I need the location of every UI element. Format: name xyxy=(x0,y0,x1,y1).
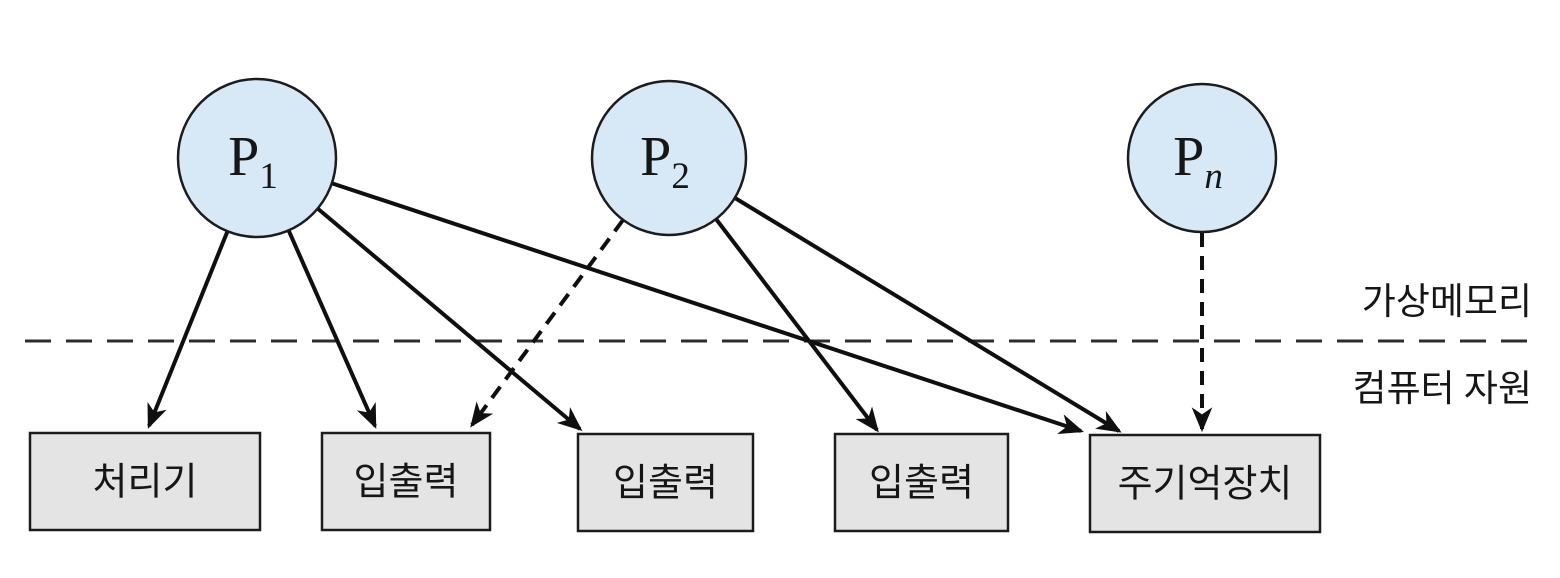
resource-rect-cpu xyxy=(28,431,262,532)
arrow-p1-to-io2 xyxy=(315,206,583,431)
arrow-p1-to-io1 xyxy=(286,228,377,429)
resource-label-io2: 입출력 xyxy=(613,463,718,505)
arrow-p2-to-mem xyxy=(733,196,1122,433)
resource-rect-mem xyxy=(1088,433,1322,534)
arrow-p1-to-cpu xyxy=(147,229,230,429)
resource-rect-io2 xyxy=(576,432,755,533)
resource-box-cpu: 처리기 xyxy=(28,431,262,532)
process-node-pn: Pn xyxy=(1126,82,1278,234)
resource-box-io3: 입출력 xyxy=(833,432,1010,533)
label-computer-resources: 컴퓨터 자원 xyxy=(1353,369,1532,410)
arrow-p1-to-mem xyxy=(330,181,1084,434)
process-label-p1: P1 xyxy=(228,126,278,197)
resource-box-mem: 주기억장치 xyxy=(1088,433,1322,534)
process-label-p2: P2 xyxy=(640,126,690,197)
process-circle-p1 xyxy=(176,77,338,239)
process-circle-pn xyxy=(1126,82,1278,234)
process-node-p2: P2 xyxy=(590,79,748,237)
arrow-p2-to-io1-dashed xyxy=(470,218,625,428)
process-label-pn: Pn xyxy=(1173,126,1223,197)
resource-box-io2: 입출력 xyxy=(576,432,755,533)
connections-layer xyxy=(147,181,1213,434)
process-nodes-layer: P1 P2 Pn xyxy=(176,77,1278,239)
resource-box-io1: 입출력 xyxy=(320,431,492,532)
resource-boxes-layer: 처리기 입출력 입출력 입출력 주기억장치 xyxy=(28,431,1322,534)
resource-rect-io1 xyxy=(320,431,492,532)
label-virtual-memory: 가상메모리 xyxy=(1362,282,1532,323)
resource-label-cpu: 처리기 xyxy=(93,462,198,504)
process-circle-p2 xyxy=(590,79,748,237)
resource-label-io1: 입출력 xyxy=(354,462,459,504)
resource-label-io3: 입출력 xyxy=(869,463,974,505)
arrow-p2-to-io3 xyxy=(714,217,879,433)
resource-rect-io3 xyxy=(833,432,1010,533)
resource-label-mem: 주기억장치 xyxy=(1118,464,1293,506)
process-node-p1: P1 xyxy=(176,77,338,239)
